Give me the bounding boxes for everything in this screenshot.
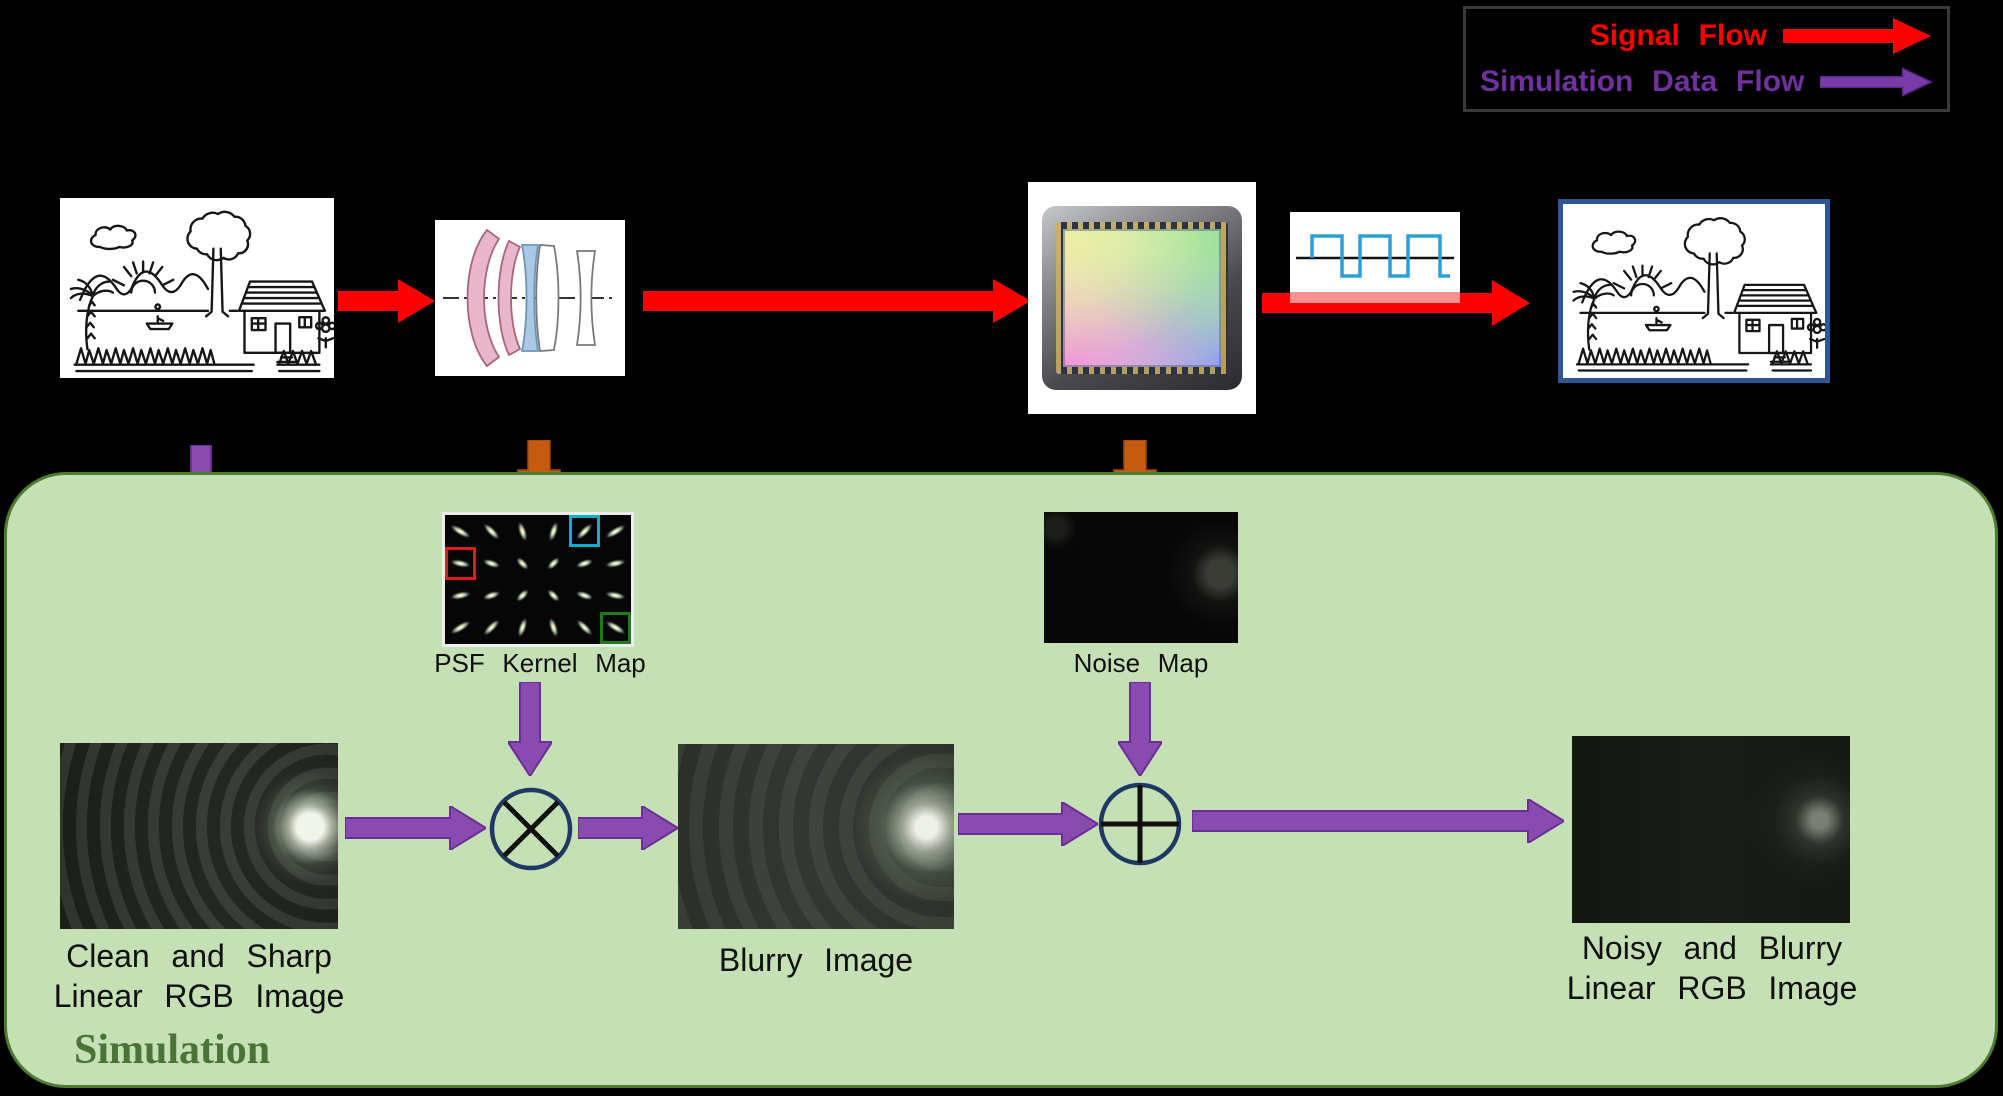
legend: Signal Flow Simulation Data Flow (1463, 6, 1950, 112)
psf-kernel (507, 547, 538, 579)
scene-drawing-art (69, 210, 334, 373)
data-arrow-convolution-to-blurry (578, 806, 678, 850)
data-flow-arrow-icon (1820, 67, 1933, 97)
psf-kernel (445, 515, 476, 547)
signal-arrow-overlap-tint (1290, 292, 1460, 303)
psf-kernel (507, 515, 538, 547)
legend-row-signal: Signal Flow (1480, 16, 1933, 56)
noise-map-label: Noise Map (1073, 648, 1209, 678)
psf-kernel (445, 580, 476, 612)
output-image-frame (1558, 199, 1830, 383)
signal-arrow-lens-to-sensor (643, 279, 1031, 323)
addition-operator-icon (1098, 782, 1182, 866)
noisy-image-label: Noisy and Blurry Linear RGB Image (1538, 928, 1886, 1008)
signal-flow-arrow-icon (1783, 18, 1931, 54)
lens-diagram (435, 220, 625, 376)
psf-kernel (538, 547, 569, 579)
psf-kernel-map-label: PSF Kernel Map (434, 648, 646, 678)
psf-kernel (445, 612, 476, 644)
signal-arrow-scene-to-lens (338, 279, 435, 323)
blurry-image (678, 744, 954, 929)
scene-drawing (60, 198, 334, 378)
psf-kernel (476, 547, 507, 579)
clean-linear-rgb-image (60, 743, 338, 929)
signal-arrow-sensor-to-output (1262, 280, 1530, 326)
blurry-image-label: Blurry Image (718, 942, 914, 978)
noisy-image-label-line1: Noisy and Blurry (1581, 930, 1843, 966)
lens-diagram-art (443, 228, 617, 368)
psf-kernel (600, 547, 631, 579)
legend-row-data: Simulation Data Flow (1480, 62, 1933, 102)
psf-kernel (476, 612, 507, 644)
psf-kernel (538, 515, 569, 547)
psf-kernel (569, 580, 600, 612)
data-arrow-noise-to-addition (1118, 682, 1162, 776)
convolution-operator-icon (489, 787, 573, 871)
psf-kernel (600, 580, 631, 612)
data-arrow-clean-to-convolution (345, 806, 486, 850)
data-arrow-addition-to-noisy (1192, 799, 1564, 843)
psf-kernel (569, 547, 600, 579)
psf-kernel (569, 515, 600, 547)
psf-kernel-map (442, 512, 634, 647)
simulation-title: Simulation (74, 1027, 271, 1073)
psf-kernel (600, 515, 631, 547)
psf-kernel (476, 580, 507, 612)
legend-data-flow-label: Simulation Data Flow (1480, 65, 1805, 98)
clean-image-label-line2: Linear RGB Image (53, 978, 345, 1014)
data-arrow-blurry-to-addition (958, 802, 1098, 846)
psf-grid (445, 515, 631, 644)
psf-kernel (569, 612, 600, 644)
psf-kernel (538, 612, 569, 644)
legend-signal-flow-label: Signal Flow (1589, 19, 1767, 52)
output-scene-art (1572, 217, 1825, 372)
psf-kernel (476, 515, 507, 547)
noise-map (1044, 512, 1238, 643)
image-sensor (1028, 182, 1256, 414)
sensor-pad-ring (1056, 222, 1228, 374)
data-arrow-psf-to-convolution (508, 682, 552, 776)
noisy-blurry-image (1572, 736, 1850, 923)
psf-kernel (445, 547, 476, 579)
clean-image-label: Clean and Sharp Linear RGB Image (28, 936, 370, 1016)
psf-kernel (600, 612, 631, 644)
psf-kernel (538, 580, 569, 612)
digital-signal-box (1290, 212, 1460, 303)
sensor-frame (1042, 206, 1242, 390)
clean-image-label-line1: Clean and Sharp (66, 938, 332, 974)
noisy-image-label-line2: Linear RGB Image (1566, 970, 1858, 1006)
square-wave-icon (1296, 234, 1454, 278)
sensor-active-area (1063, 229, 1221, 367)
psf-kernel (507, 612, 538, 644)
psf-kernel (507, 580, 538, 612)
